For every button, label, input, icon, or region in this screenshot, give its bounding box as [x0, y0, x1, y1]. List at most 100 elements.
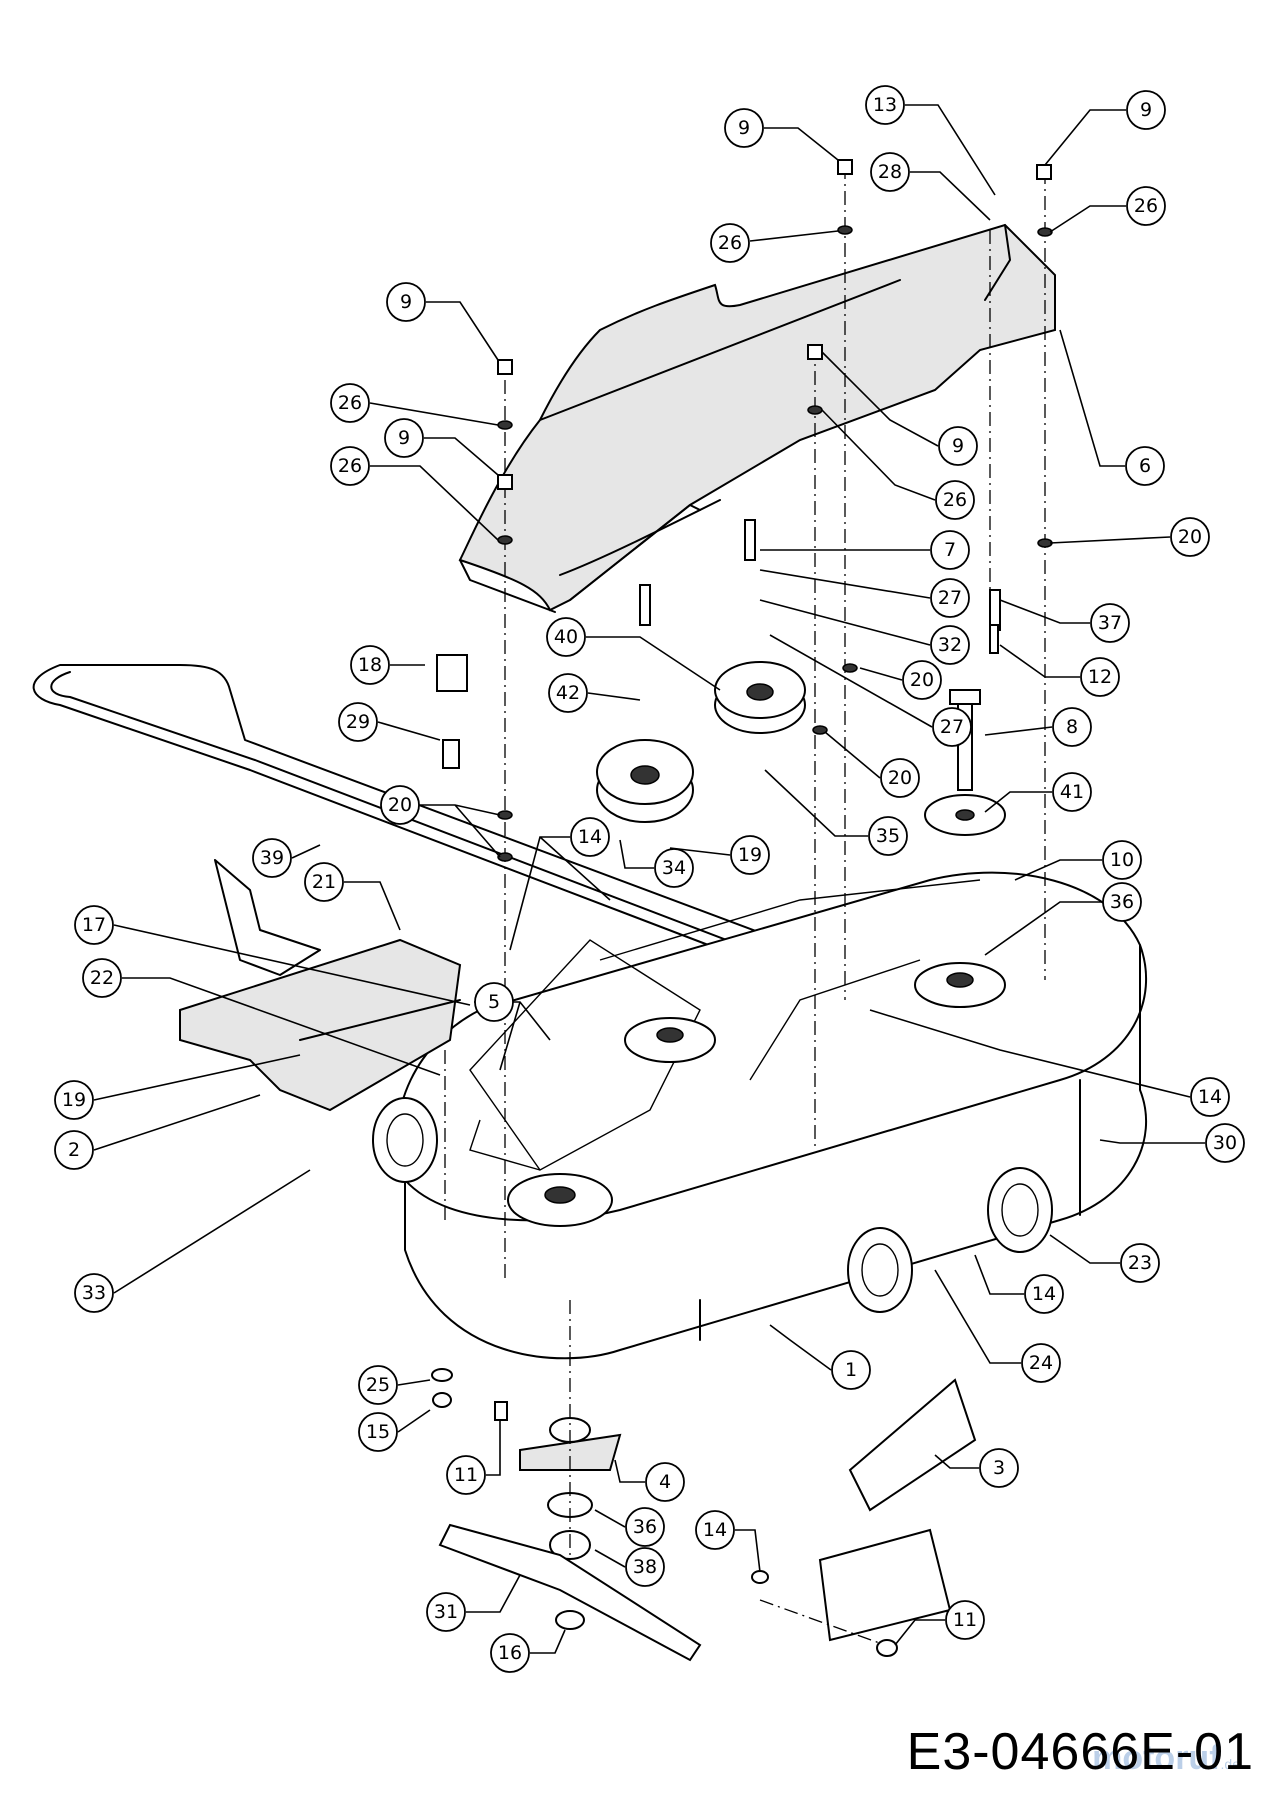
svg-text:9: 9 [400, 291, 412, 313]
callout-30: 30 [1099, 1123, 1245, 1163]
svg-text:42: 42 [556, 682, 580, 704]
callout-2: 2 [54, 1094, 261, 1170]
callout-22: 22 [82, 958, 441, 1076]
callout-20: 20 [380, 785, 501, 858]
callout-27: 27 [759, 569, 970, 618]
svg-text:18: 18 [358, 654, 382, 676]
gauge-wheel-right [987, 1167, 1053, 1253]
svg-text:33: 33 [82, 1282, 106, 1304]
callout-26: 26 [330, 383, 499, 426]
svg-text:32: 32 [938, 634, 962, 656]
svg-text:36: 36 [1110, 891, 1134, 913]
svg-text:26: 26 [338, 392, 362, 414]
svg-text:14: 14 [578, 826, 602, 848]
callout-14: 14 [869, 1009, 1230, 1117]
callout-37: 37 [999, 599, 1130, 643]
callout-33: 33 [74, 1169, 311, 1313]
callout-9: 9 [724, 108, 839, 161]
svg-text:4: 4 [659, 1471, 671, 1493]
svg-text:11: 11 [953, 1609, 977, 1631]
svg-text:11: 11 [454, 1464, 478, 1486]
callout-27: 27 [769, 634, 972, 747]
deck-pulley-center [624, 1017, 716, 1063]
svg-text:19: 19 [738, 844, 762, 866]
svg-text:30: 30 [1213, 1132, 1237, 1154]
svg-text:16: 16 [498, 1642, 522, 1664]
callout-12: 12 [999, 644, 1120, 697]
callout-17: 17 [74, 905, 471, 1006]
callout-6: 6 [1059, 329, 1165, 486]
deck-pulley-right [914, 962, 1006, 1008]
callout-36: 36 [594, 1507, 665, 1547]
svg-text:27: 27 [938, 587, 962, 609]
discharge-chute [179, 859, 462, 1112]
svg-text:8: 8 [1066, 716, 1078, 738]
idler-pulley-40 [714, 661, 806, 734]
diagram-code: E3-04666E-01 [906, 1723, 1254, 1781]
idler-pulley-42 [596, 739, 694, 823]
svg-text:2: 2 [68, 1139, 80, 1161]
svg-text:26: 26 [1134, 195, 1158, 217]
callout-15: 15 [358, 1409, 431, 1452]
svg-text:20: 20 [1178, 526, 1202, 548]
svg-text:15: 15 [366, 1421, 390, 1443]
callouts: 9 13 9 28 26 26 9 26 9 26 9 26 6 20 7 27… [54, 85, 1245, 1673]
callout-31: 31 [426, 1574, 521, 1632]
callout-11: 11 [446, 1420, 501, 1495]
svg-text:23: 23 [1128, 1252, 1152, 1274]
svg-text:14: 14 [1198, 1086, 1222, 1108]
callout-9: 9 [386, 282, 499, 361]
callout-21: 21 [304, 862, 401, 931]
callout-9: 9 [821, 351, 978, 466]
callout-7: 7 [760, 530, 970, 570]
svg-text:27: 27 [940, 716, 964, 738]
callout-36: 36 [984, 882, 1142, 956]
pulley-41 [924, 794, 1006, 836]
callout-42: 42 [548, 673, 641, 713]
callout-39: 39 [252, 838, 321, 878]
svg-text:39: 39 [260, 847, 284, 869]
callout-32: 32 [759, 599, 970, 665]
svg-text:14: 14 [703, 1519, 727, 1541]
callout-26: 26 [330, 446, 499, 541]
svg-text:5: 5 [488, 991, 500, 1013]
callout-13: 13 [865, 85, 996, 196]
callout-26: 26 [710, 223, 839, 263]
gauge-wheel-front [847, 1227, 913, 1313]
svg-text:3: 3 [993, 1457, 1005, 1479]
svg-text:41: 41 [1060, 781, 1084, 803]
mower-blade [438, 1523, 702, 1662]
svg-text:20: 20 [910, 669, 934, 691]
svg-text:26: 26 [718, 232, 742, 254]
callout-20: 20 [1049, 517, 1210, 557]
callout-29: 29 [338, 702, 441, 742]
callout-10: 10 [1014, 840, 1142, 881]
svg-text:40: 40 [554, 626, 578, 648]
callout-35: 35 [764, 769, 908, 856]
svg-text:37: 37 [1098, 612, 1122, 634]
callout-14: 14 [509, 817, 611, 951]
svg-text:26: 26 [338, 455, 362, 477]
callout-11: 11 [894, 1600, 985, 1646]
svg-text:34: 34 [662, 857, 686, 879]
callout-24: 24 [934, 1269, 1061, 1383]
baffle-plate [818, 1378, 977, 1642]
callout-26: 26 [821, 409, 975, 520]
callout-20: 20 [859, 660, 942, 700]
callout-14: 14 [974, 1254, 1064, 1314]
watermark: motoruf.de [1092, 1739, 1240, 1777]
svg-text:38: 38 [633, 1556, 657, 1578]
callout-14: 14 [695, 1510, 761, 1573]
svg-text:35: 35 [876, 825, 900, 847]
callout-9: 9 [1044, 90, 1166, 166]
callout-8: 8 [984, 707, 1092, 747]
callout-41: 41 [984, 772, 1092, 813]
svg-text:1: 1 [845, 1359, 857, 1381]
belt-cover [458, 223, 1056, 613]
callout-5: 5 [474, 982, 551, 1071]
svg-text:17: 17 [82, 914, 106, 936]
callout-23: 23 [1049, 1234, 1160, 1283]
svg-text:10: 10 [1110, 849, 1134, 871]
svg-text:28: 28 [878, 161, 902, 183]
deck-pulley-left [507, 1173, 613, 1227]
